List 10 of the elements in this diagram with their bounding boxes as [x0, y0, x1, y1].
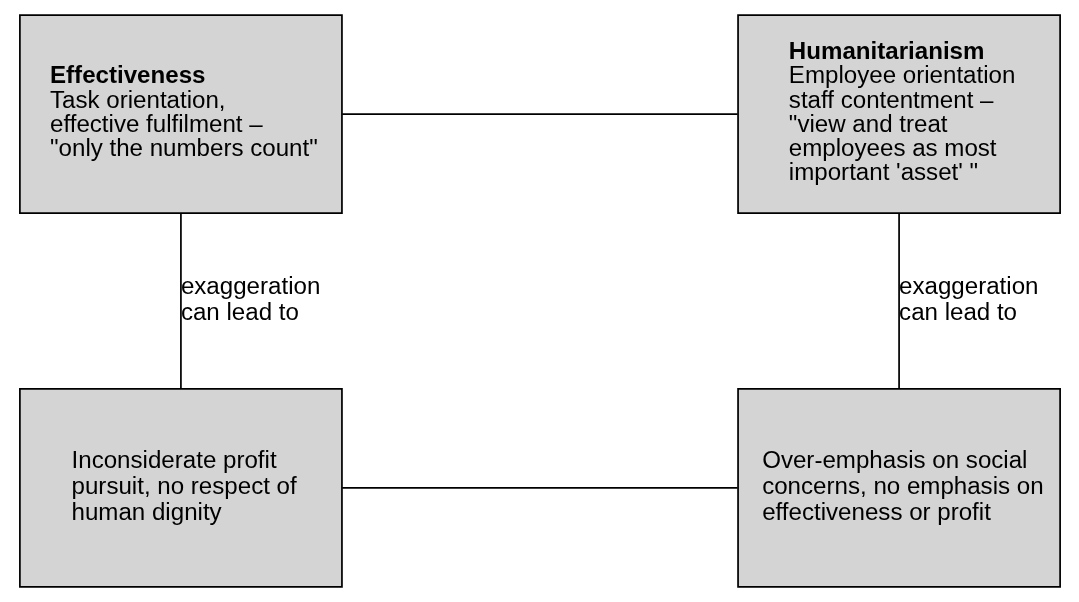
- connector: [340, 487, 738, 489]
- node-box: Humanitarianism Employee orientation staff contentment – "view and treat employees as most important 'asset' ": [736, 14, 1061, 215]
- connector: [340, 113, 738, 115]
- edge-label: exaggeration can lead to: [898, 272, 1038, 326]
- node-box: Inconsiderate profit pursuit, no respect of human dignity: [18, 387, 343, 588]
- node-box: Over-emphasis on social concerns, no emphasis on effectiveness or profit: [736, 387, 1061, 588]
- connector: [897, 212, 900, 390]
- node-box: Effectiveness Task orientation, effective fulfilment – "only the numbers count": [18, 14, 343, 215]
- edge-label: exaggeration can lead to: [180, 272, 320, 326]
- connector: [179, 212, 182, 390]
